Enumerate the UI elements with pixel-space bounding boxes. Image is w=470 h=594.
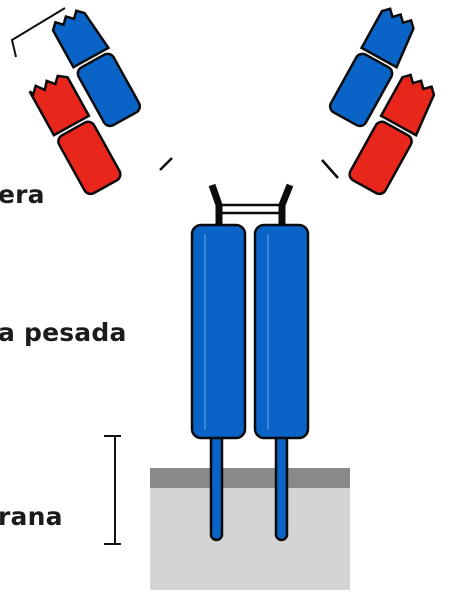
hinge: [160, 158, 338, 232]
light-chain-constant-right: [347, 119, 414, 196]
fc-region: [192, 225, 308, 438]
light-chain-label: era: [0, 180, 45, 209]
membrane-bracket: [104, 436, 121, 544]
light-heavy-link-right: [322, 160, 338, 178]
light-heavy-link-left: [160, 158, 172, 170]
left-arm: [6, 6, 166, 197]
membrane: [150, 468, 350, 590]
tail-right: [276, 432, 287, 540]
heavy-chain-label: a pesada: [0, 318, 127, 347]
light-chain-constant-left: [56, 119, 123, 196]
membrane-label: rana: [0, 502, 63, 531]
fc-domain-right: [255, 225, 308, 438]
membrane-outer-band: [150, 468, 350, 488]
fc-domain-left: [192, 225, 245, 438]
tail-left: [211, 432, 222, 540]
